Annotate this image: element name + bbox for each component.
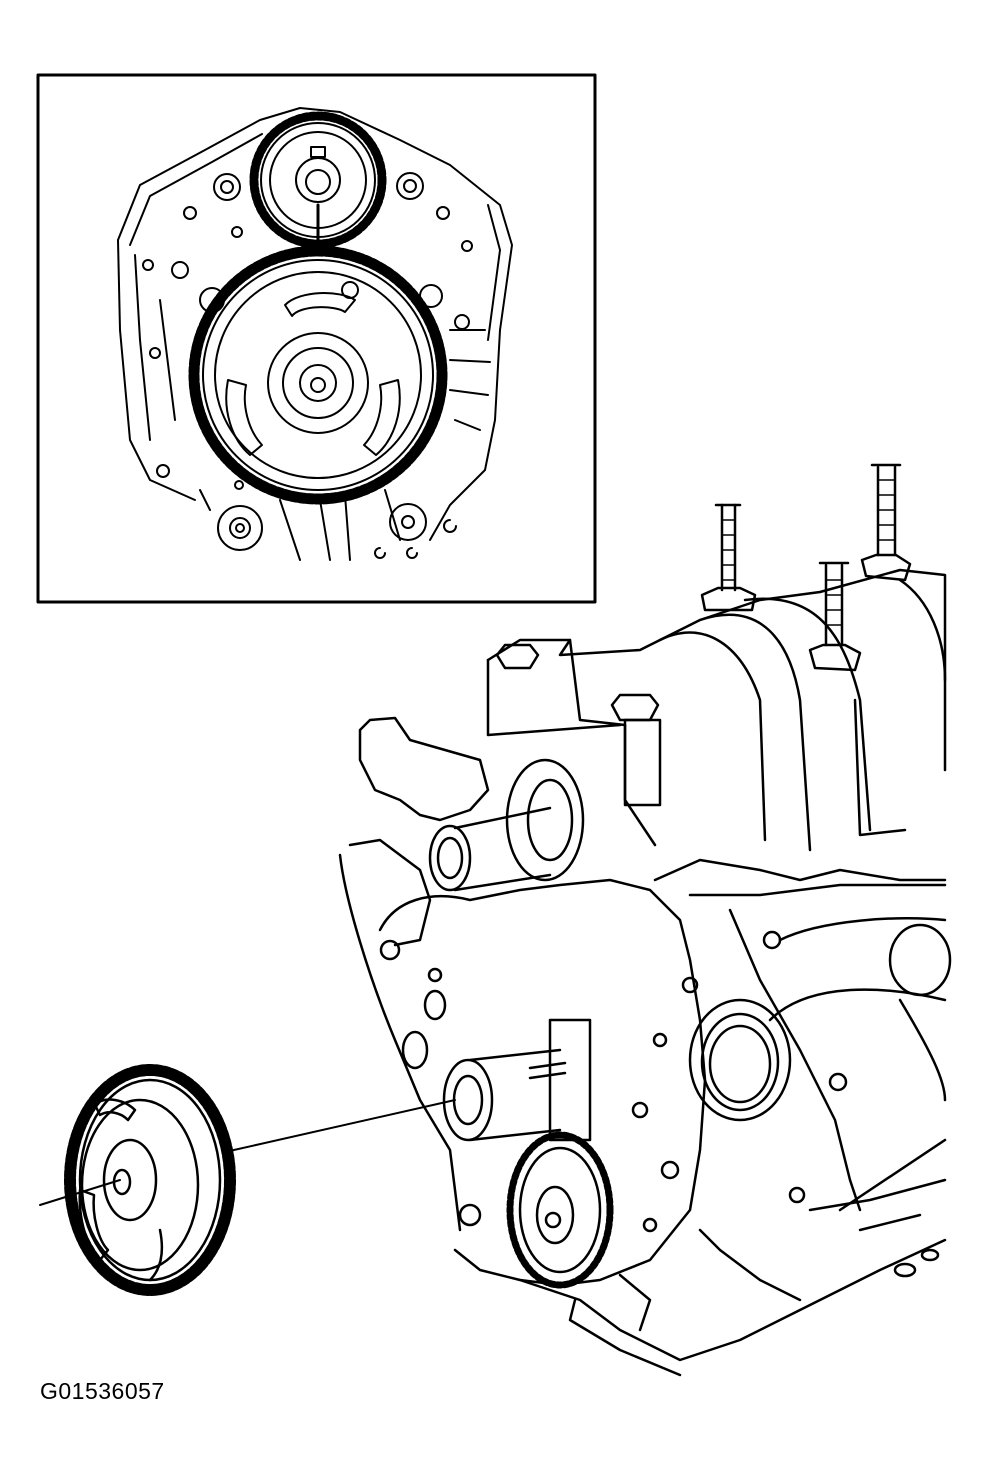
balance-shaft-bushing [428, 758, 585, 892]
top-block-bolts [495, 643, 662, 807]
inset-frame [36, 73, 597, 604]
inset-lower-bolts [217, 503, 457, 559]
inset-camshaft-sprocket [249, 111, 387, 249]
alignment-leader-line [39, 1099, 456, 1206]
inset-large-timing-gear [188, 245, 448, 505]
removed-balance-shaft-gear [64, 1064, 236, 1296]
inset-front-cover [117, 107, 513, 561]
inset-detail-view [36, 73, 597, 604]
crankshaft-sprocket [506, 1131, 614, 1289]
crankshaft-snout [442, 1018, 592, 1142]
figure-id-label: G01536057 [40, 1378, 165, 1404]
cover-holes [379, 923, 952, 1278]
front-oil-seal [688, 998, 792, 1122]
cylinder-head-studs [700, 463, 912, 672]
engine-block [338, 463, 952, 1377]
